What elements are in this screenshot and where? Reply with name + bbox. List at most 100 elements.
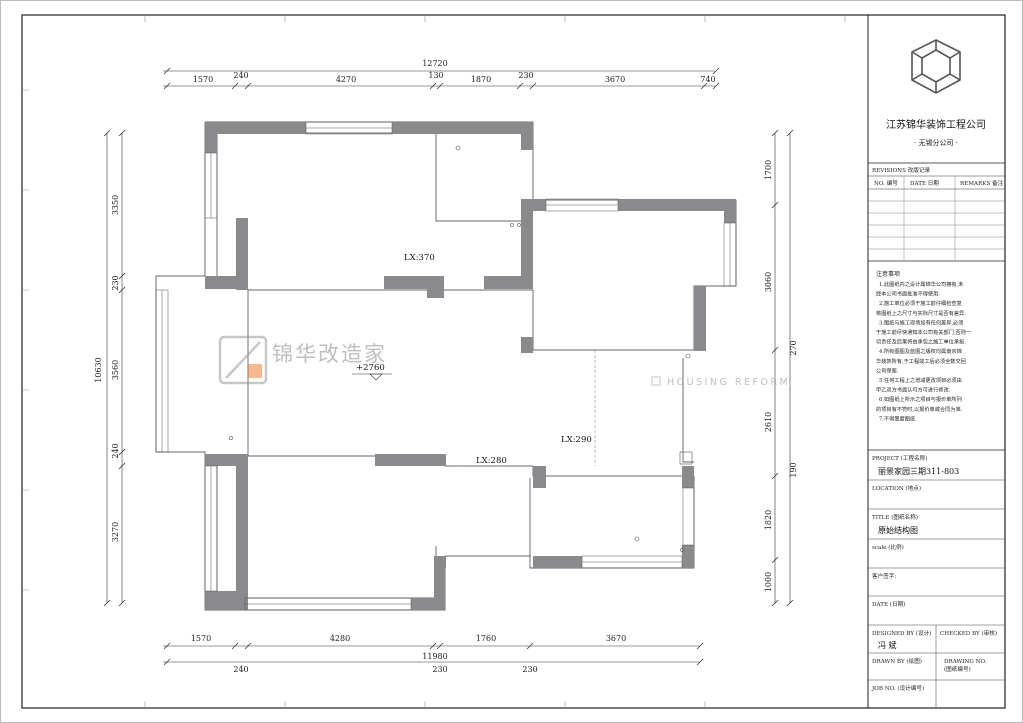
dim-right-2: 3060: [764, 272, 773, 292]
dimension-tick: [771, 201, 779, 209]
revisions-col-no: NO. 编号: [874, 179, 898, 187]
dimension-tick: [244, 82, 252, 90]
border-ticks: [22, 15, 846, 708]
floor-plan: +2760 LX:370 LX:290 LX:280 12720 1570 24…: [94, 59, 798, 674]
dim-left-3: 3560: [111, 360, 120, 380]
dimension-tick: [712, 67, 720, 75]
dim-bottom-3: 1760: [476, 634, 496, 643]
dim-left-2: 230: [111, 275, 120, 290]
level-mark-text: +2760: [356, 363, 385, 373]
dimension-tick: [118, 272, 126, 280]
beam-label-1: LX:370: [404, 253, 435, 263]
dim-bottom-row-1: 240: [233, 665, 248, 674]
dimension-tick: [163, 658, 171, 666]
company-branch: · 无锡分公司 ·: [914, 138, 958, 147]
dim-bottom-2: 4280: [330, 634, 350, 643]
dimension-tick: [712, 82, 720, 90]
dimension-tick: [786, 129, 794, 137]
title-value: 原始结构图: [878, 525, 918, 535]
dim-bottom-row-2: 230: [432, 665, 447, 674]
notes-line: 3.图纸与施工现场如有任何差异,必须: [879, 318, 963, 326]
dimension-tick: [700, 82, 708, 90]
dim-bottom-row-3: 230: [522, 665, 537, 674]
notes-line: 经本公司书面批准不得使用.: [876, 290, 940, 298]
watermark: 锦华改造家 HOUSING REFORM: [218, 335, 790, 388]
beam-lines: [446, 350, 596, 467]
watermark-logo-icon: [218, 335, 268, 385]
dimension-tick: [771, 556, 779, 564]
dim-left-1: 3350: [111, 195, 120, 215]
company-name: 江苏锦华装饰工程公司: [886, 118, 986, 131]
dim-top-2: 240: [233, 71, 248, 80]
drawn-by-label: DRAWN BY (绘图): [872, 657, 922, 665]
dimension-tick: [429, 642, 437, 650]
revisions-col-remarks: REMARKS 备注: [960, 179, 1004, 187]
fixture-marks: [229, 145, 693, 552]
dimension-tick: [529, 82, 537, 90]
dimension-tick: [231, 82, 239, 90]
revisions-header: REVISIONS 改版记录: [872, 166, 930, 174]
notes-line: 1.此图纸内之设计属锦华公司拥有,未: [879, 280, 963, 288]
dimension-tick: [436, 642, 444, 650]
customer-signature-label: 客户签字:: [872, 572, 896, 580]
dimension-tick: [244, 642, 252, 650]
dim-right-4: 1820: [764, 510, 773, 530]
dimension-tick: [163, 642, 171, 650]
notes-line: 切责任及后果将由承包之施工单位承担.: [876, 338, 966, 346]
dimension-tick: [231, 642, 239, 650]
dim-top-total: 12720: [422, 59, 447, 68]
notes-list: 1.此图纸内之设计属锦华公司拥有,未经本公司书面批准不得使用.2.施工单位必须于…: [876, 280, 971, 422]
location-label: LOCATION (地点): [872, 484, 921, 492]
project-value: 丽景家园三期311-803: [878, 466, 959, 476]
dimension-lines: [106, 70, 791, 663]
dimension-tick: [516, 82, 524, 90]
notes-line: 6.如图纸上所示之项目与报价单所列: [879, 395, 962, 403]
dim-top-4: 130: [428, 71, 443, 80]
title-label: TITLE (图纸名称): [872, 513, 918, 521]
scale-label: scale (比例): [872, 543, 904, 551]
dimension-tick: [786, 599, 794, 607]
window-marks: [155, 121, 737, 611]
notes-line: 华装饰所有,于工程竣工后必须全数交回: [876, 357, 966, 365]
designed-by-label: DESIGNED BY (设计): [872, 629, 931, 637]
dimension-tick: [696, 642, 704, 650]
dimension-tick: [163, 67, 171, 75]
dimension-ticks: [103, 67, 794, 666]
dim-right-outer-2: 190: [789, 462, 798, 477]
drawing-no-label-cn: (图纸编号): [944, 665, 971, 673]
title-block: 江苏锦华装饰工程公司 · 无锡分公司 · REVISIONS 改版记录 NO. …: [867, 14, 1006, 709]
beam-label-2: LX:290: [561, 435, 592, 445]
dimension-tick: [163, 82, 171, 90]
designed-by-value: 冯 斌: [878, 640, 897, 650]
dimension-tick: [118, 448, 126, 456]
dim-right-3: 2610: [764, 412, 773, 432]
dimension-tick: [103, 599, 111, 607]
dim-top-1: 1570: [193, 75, 213, 84]
notes-line: 4.所有图图及蓝图之版权均属南京锦: [879, 347, 962, 355]
dimension-tick: [118, 286, 126, 294]
dim-left-4: 240: [111, 443, 120, 458]
watermark-cn: 锦华改造家: [272, 342, 387, 366]
notes-line: 5.任何工程上之增减更改项目必须由: [879, 376, 962, 384]
notes-title: 注意事项: [876, 270, 900, 278]
dimension-tick: [436, 82, 444, 90]
level-marker: [352, 373, 392, 381]
notes-line: 2.施工单位必须于施工前仔细检查复: [879, 299, 962, 307]
drawing-no-label: DRAWING NO.: [944, 659, 987, 665]
dim-top-8: 740: [700, 75, 715, 84]
dim-right-1: 1700: [764, 160, 773, 180]
notes-line: 甲乙双方书面认可方可进行修改.: [876, 386, 951, 394]
solid-walls: [205, 122, 736, 610]
dim-right-5: 1000: [764, 572, 773, 592]
watermark-en: HOUSING REFORM: [667, 377, 790, 388]
dim-left-total: 10630: [94, 357, 103, 382]
dimension-tick: [118, 129, 126, 137]
dimension-tick: [526, 642, 534, 650]
dim-bottom-total: 11980: [422, 652, 447, 661]
dimension-tick: [771, 472, 779, 480]
project-label: PROJECT (工程名称): [872, 454, 927, 462]
notes-line: 的项目有不符时,以报价单或合同为准.: [876, 405, 963, 413]
dim-bottom-4: 3670: [606, 634, 626, 643]
dim-right-outer-1: 270: [789, 340, 798, 355]
